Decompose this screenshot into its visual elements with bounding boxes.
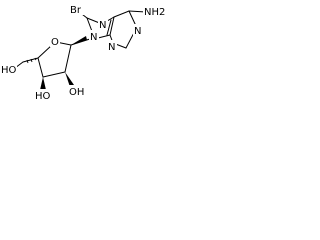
bond-c4prime-c3prime [37,57,44,78]
bond-c5-c4-double [106,19,112,36]
bond-c6-n1 [128,10,137,27]
n3-atom-label: N [108,42,115,53]
hash-c4prime-2 [30,58,33,63]
bond-c5-c4 [109,16,115,36]
hash-c4prime-3 [26,59,29,64]
amino-group-label: NH2 [144,7,165,18]
stereo-layer [26,36,87,90]
wedge-c2prime-oh [65,72,74,87]
bond-c4-n9 [97,34,111,39]
wedge-c1prime-n9 [71,36,87,45]
hydroxyl-2prime-label: OH [69,87,84,98]
8-bromoadenosine-structure: Br N NH2 N N N O HO HO OH [0,3,173,101]
n7-atom-label: N [99,20,106,31]
bond-c2prime-c1prime [64,44,72,73]
br-atom-label: Br [70,5,82,16]
n1-atom-label: N [134,26,141,37]
hydroxyl-3prime-label: HO [35,91,51,101]
atom-label-layer: Br N NH2 N N N O HO HO OH [0,3,173,101]
hash-c4prime-1 [34,57,37,61]
bond-layer [14,10,147,78]
hydroxyl-5prime-label: HO [1,65,17,76]
ring-oxygen-label: O [51,37,59,48]
bond-oring-c4prime [37,44,53,59]
wedge-c3prime-oh [40,77,46,90]
bond-c3prime-c2prime [42,71,66,78]
n9-atom-label: N [90,32,97,43]
bond-c5-c6 [113,10,130,18]
